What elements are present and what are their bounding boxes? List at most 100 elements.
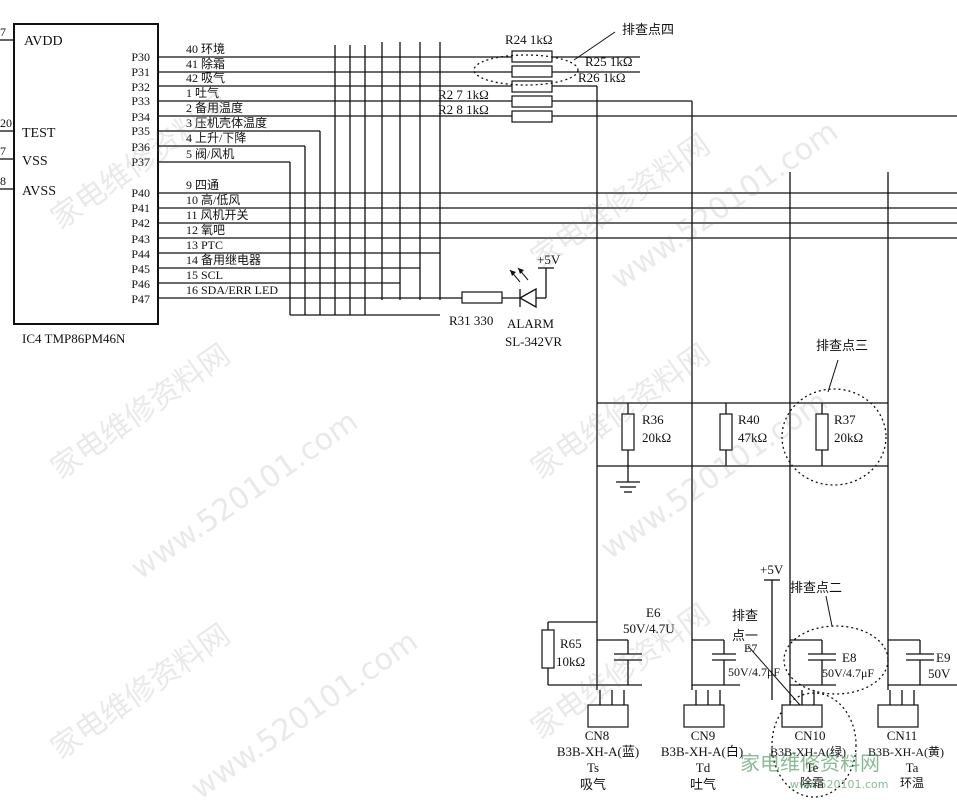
connector-cn8 [587,690,629,728]
checkpoint-3-ring [781,388,887,486]
checkpoint-2-ring [783,625,889,695]
cn11-name: CN11 [887,728,918,743]
left-pin-avdd: AVDD [24,34,63,49]
signal-10: 11 风机开关 [186,208,249,222]
resistor-r31 [461,291,503,304]
port-p31: P31 [131,65,150,79]
pulldown-network: R36 20kΩ R40 47kΩ R37 20kΩ 排查点三 [597,338,888,493]
checkpoint-4-ring [473,54,579,86]
ic-block: 7 20 7 8 AVDD TEST VSS AVSS IC4 TMP86PM4… [0,23,159,346]
checkpoint-1-label-b: 点一 [732,628,758,643]
port-p46: P46 [131,277,150,291]
ic-label: IC4 TMP86PM46N [22,331,126,346]
signal-2: 42 吸气 [186,70,225,85]
signal-12: 13 PTC [186,238,223,252]
resistor-r65 [541,629,555,669]
cn10-part: B3B-XH-A(绿) [770,744,846,759]
label-r37-name: R37 [834,412,856,427]
signal-1: 41 除霜 [186,56,225,71]
resistor-bank: R24 1kΩ R25 1kΩ R26 1kΩ R2 7 1kΩ R2 8 1k… [438,22,957,690]
checkpoint-2-label: 排查点二 [790,580,842,595]
signal-11: 12 氧吧 [186,223,225,237]
logo-url: www.520101.com [790,778,888,791]
ic-body [13,23,159,325]
led-supply: +5V [537,252,561,267]
cn9-desc: 吐气 [690,777,716,792]
cn8-part: B3B-XH-A(蓝) [557,744,639,759]
signal-bus: 40 环境 41 除霜 42 吸气 1 吐气 2 备用温度 3 压机壳体温度 4… [158,41,957,316]
cn11-part: B3B-XH-A(黄) [868,745,944,759]
cap-e8-val: 50V/4.7μF [822,666,874,680]
cn10-desc: 除霜 [800,775,824,790]
label-r26: R26 1kΩ [578,70,626,85]
cn11-code: Ta [906,760,919,775]
watermark-cn-2: 家电维修资料网 [45,337,237,486]
port-p43: P43 [131,232,150,246]
port-p32: P32 [131,80,150,94]
label-r40-name: R40 [738,412,760,427]
port-p30: P30 [131,50,150,64]
signal-15: 16 SDA/ERR LED [186,283,278,297]
label-r40-val: 47kΩ [738,430,767,445]
cap-e9-name: E9 [936,650,950,665]
port-p33: P33 [131,94,150,108]
cn11-desc: 环温 [900,776,924,790]
cap-e8-name: E8 [842,650,856,665]
watermark-url-1: www.520101.com [125,404,365,587]
left-pin-vss: VSS [22,154,48,169]
cn9-part: B3B-XH-A(白) [661,744,743,759]
logo-cn: 家电维修资料网 [740,751,880,775]
port-p44: P44 [131,247,150,261]
signal-8: 9 四通 [186,178,219,192]
cn10-name: CN10 [794,728,825,743]
port-p36: P36 [131,140,150,154]
connector-cn9 [683,690,725,728]
port-p41: P41 [131,201,150,215]
label-r36-name: R36 [642,412,664,427]
signal-3: 1 吐气 [186,85,219,100]
left-pin-test: TEST [22,126,56,141]
label-r65-name: R65 [560,636,582,651]
checkpoint-3-label: 排查点三 [816,338,868,353]
cap-e6-val: 50V/4.7U [623,621,675,636]
alarm-led-circuit: +5V R31 330 ALARM SL-342VR [449,252,562,349]
left-pin-num-test: 20 [0,116,12,130]
resistor-r26 [511,80,553,93]
cap-e7-name: E7 [744,641,757,655]
cap-e9-val: 50V [928,666,951,681]
led-name: ALARM [507,316,554,331]
port-p45: P45 [131,262,150,276]
site-logo: 家电维修资料网 www.520101.com [740,751,888,791]
led-icon [518,287,537,309]
cn8-name: CN8 [585,728,610,743]
watermark-layer: 家电维修资料网 家电维修资料网 家电维修资料网 家电维修资料网 家电维修资料网 … [45,87,845,806]
cn10-code: Te [806,760,819,775]
label-r36-val: 20kΩ [642,430,671,445]
left-pin-avss: AVSS [22,184,56,199]
port-p34: P34 [131,110,150,124]
left-pin-num-vss: 7 [0,144,6,158]
cn8-desc: 吸气 [580,777,606,792]
port-p40: P40 [131,186,150,200]
left-pin-num-avss: 8 [0,174,6,188]
cap-e6-name: E6 [646,605,661,620]
connector-cn11 [877,690,919,728]
resistor-r24 [511,50,553,63]
watermark-cn-4: 家电维修资料网 [525,127,717,276]
supply-5v-2: +5V [760,562,784,577]
port-p47: P47 [131,292,150,306]
port-p42: P42 [131,216,150,230]
label-r25: R25 1kΩ [585,54,633,69]
label-r28: R2 8 1kΩ [438,102,489,117]
watermark-cn-3: 家电维修资料网 [45,617,237,766]
port-p37: P37 [131,155,150,169]
resistor-r27 [511,95,553,108]
cn9-code: Td [696,760,711,775]
signal-7: 5 阀/风机 [186,147,234,161]
signal-13: 14 备用继电器 [186,253,261,267]
watermark-cn-5: 家电维修资料网 [525,337,717,486]
label-r27: R2 7 1kΩ [438,87,489,102]
resistor-r28 [511,110,553,123]
signal-14: 15 SCL [186,268,223,282]
